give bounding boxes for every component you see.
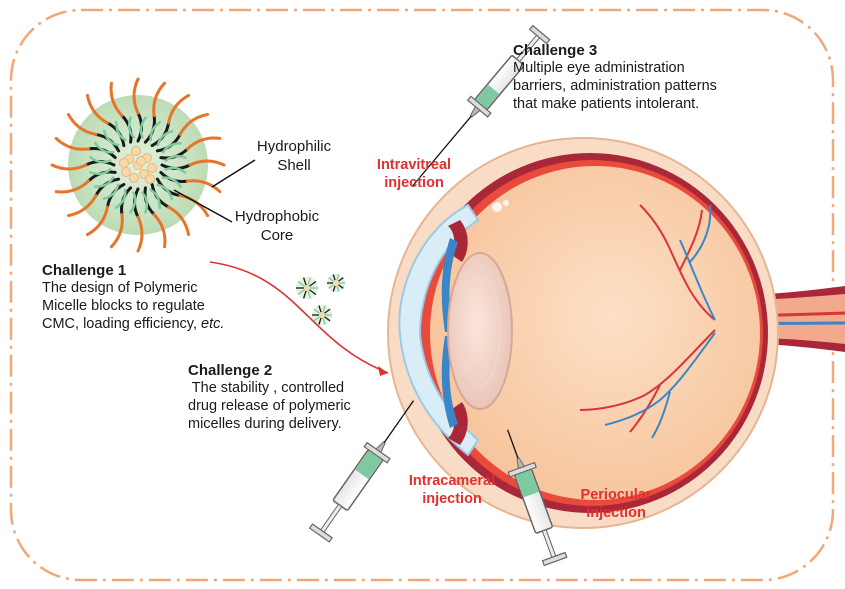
challenge-2-title: Challenge 2 (188, 362, 351, 379)
intravitreal-injection-label: Intravitreal injection (368, 156, 460, 192)
challenge-2-block: Challenge 2 The stability , controlled d… (188, 362, 351, 433)
challenge-1-line-2: Micelle blocks to regulate (42, 297, 224, 315)
challenge-2-line-1: The stability , controlled (188, 379, 351, 397)
small-micelle-icon (327, 274, 345, 292)
challenge-3-line-2: barriers, administration patterns (513, 77, 717, 95)
challenge-1-title: Challenge 1 (42, 262, 224, 279)
hydrophilic-shell-label: Hydrophilic Shell (252, 137, 336, 175)
delivery-arrow (210, 262, 388, 373)
delivery-arrowhead (378, 366, 388, 376)
challenge-1-line-3-text: CMC, loading efficiency, (42, 316, 201, 332)
challenge-2-line-2: drug release of polymeric (188, 397, 351, 415)
challenge-1-line-1: The design of Polymeric (42, 279, 224, 297)
challenge-3-title: Challenge 3 (513, 42, 717, 59)
intracameral-injection-label: Intracameral injection (398, 472, 506, 508)
challenge-3-line-1: Multiple eye administration (513, 59, 717, 77)
hydrophobic-core-label: Hydrophobic Core (229, 207, 325, 245)
polymeric-micelle-icon (52, 79, 224, 251)
challenge-1-etc: etc. (201, 316, 224, 332)
periocular-injection-label: Periocular injection (568, 486, 664, 522)
eyeball-icon (388, 138, 778, 528)
challenge-2-line-3: micelles during delivery. (188, 415, 351, 433)
challenge-3-line-3: that make patients intolerant. (513, 95, 717, 113)
small-micelle-icon (296, 277, 318, 299)
challenge-1-block: Challenge 1 The design of Polymeric Mice… (42, 262, 224, 333)
challenge-1-line-3: CMC, loading efficiency, etc. (42, 315, 224, 333)
challenge-3-block: Challenge 3 Multiple eye administration … (513, 42, 717, 113)
